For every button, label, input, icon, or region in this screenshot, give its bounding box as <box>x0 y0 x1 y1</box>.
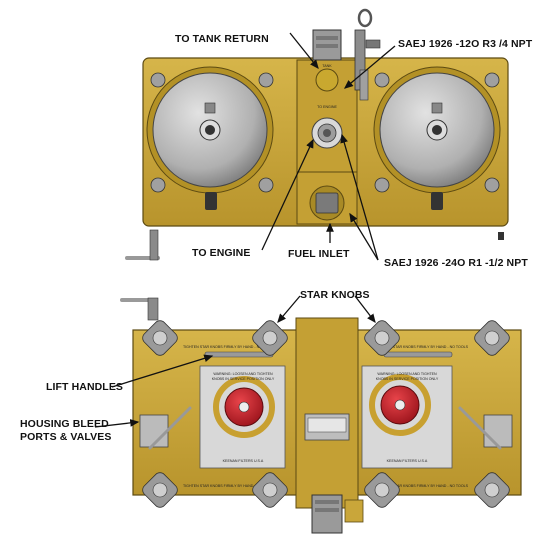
svg-text:TIGHTEN STAR KNOBS FIRMLY BY H: TIGHTEN STAR KNOBS FIRMLY BY HAND - NO T… <box>376 345 469 349</box>
leader-lines <box>94 32 396 428</box>
tank-return-port <box>315 68 339 92</box>
arrow-star-knob-right <box>354 295 376 324</box>
right-drain-valve <box>431 192 443 210</box>
star-knob-icon <box>484 177 500 193</box>
label-star-knobs: STAR KNOBS <box>300 289 370 301</box>
lift-handle-right <box>383 351 453 358</box>
star-knob-icon <box>150 177 166 193</box>
arrow-to-engine <box>261 138 314 251</box>
svg-text:WARNING: LOOSEN AND TIGHTEN: WARNING: LOOSEN AND TIGHTEN <box>213 372 273 376</box>
bleed-valve-right <box>483 414 513 448</box>
star-knob-icon <box>374 177 390 193</box>
left-instruction-plate: WARNING: LOOSEN AND TIGHTEN KNOBS IN SER… <box>199 365 286 469</box>
label-lift-handles: LIFT HANDLES <box>46 381 124 393</box>
svg-text:KNOBS IN SERVICE POSITION ONLY: KNOBS IN SERVICE POSITION ONLY <box>212 377 275 381</box>
star-knob-icon <box>258 72 274 88</box>
bleed-valve-left <box>139 414 169 448</box>
label-sae-top: SAEJ 1926 -12O R3 /4 NPT <box>398 38 533 50</box>
star-knob-icon <box>484 72 500 88</box>
label-tank-return: TO TANK RETURN <box>175 33 269 45</box>
left-filter-cap <box>146 66 274 210</box>
label-housing-bleed-2: PORTS & VALVES <box>20 431 112 443</box>
label-housing-bleed-1: HOUSING BLEED <box>20 418 109 430</box>
arrow-star-knob-left <box>277 295 301 323</box>
svg-text:TIGHTEN STAR KNOBS FIRMLY BY H: TIGHTEN STAR KNOBS FIRMLY BY HAND - NO T… <box>183 345 276 349</box>
lift-ring-icon <box>357 8 373 28</box>
arrow-sae-bottom-2 <box>349 212 379 261</box>
svg-text:KNOBS IN SERVICE POSITION ONLY: KNOBS IN SERVICE POSITION ONLY <box>376 377 439 381</box>
svg-text:KEENAN FILTERS U.S.A: KEENAN FILTERS U.S.A <box>387 459 428 463</box>
svg-text:TANK: TANK <box>322 64 332 68</box>
right-filter-cap <box>373 66 501 210</box>
arrow-housing-bleed <box>94 419 140 428</box>
bottom-view: TIGHTEN STAR KNOBS FIRMLY BY HAND - NO T… <box>120 297 522 534</box>
svg-text:TIGHTEN STAR KNOBS FIRMLY BY H: TIGHTEN STAR KNOBS FIRMLY BY HAND - NO T… <box>376 484 469 488</box>
bottom-center-column <box>295 317 359 509</box>
star-knob-icon <box>150 72 166 88</box>
star-knobs-bottom <box>142 320 510 508</box>
star-knob-icon <box>258 177 274 193</box>
left-drain-valve <box>205 192 217 210</box>
lift-handle-left <box>204 351 274 358</box>
arrow-tank-return <box>289 32 319 70</box>
arrow-sae-top <box>344 45 396 89</box>
right-instruction-plate: WARNING: LOOSEN AND TIGHTEN KNOBS IN SER… <box>361 365 453 469</box>
svg-text:WARNING: LOOSEN AND TIGHTEN: WARNING: LOOSEN AND TIGHTEN <box>377 372 437 376</box>
svg-text:KEENAN FILTERS U.S.A: KEENAN FILTERS U.S.A <box>223 459 264 463</box>
star-knob-icon <box>374 72 390 88</box>
svg-text:TO ENGINE: TO ENGINE <box>317 105 337 109</box>
arrow-lift-handles <box>111 354 214 388</box>
label-to-engine: TO ENGINE <box>192 247 251 259</box>
label-fuel-inlet: FUEL INLET <box>288 248 350 260</box>
label-sae-bottom: SAEJ 1926 -24O R1 -1/2 NPT <box>384 257 528 269</box>
svg-text:TIGHTEN STAR KNOBS FIRMLY BY H: TIGHTEN STAR KNOBS FIRMLY BY HAND - NO T… <box>183 484 276 488</box>
arrow-sae-bottom-1 <box>340 133 379 261</box>
